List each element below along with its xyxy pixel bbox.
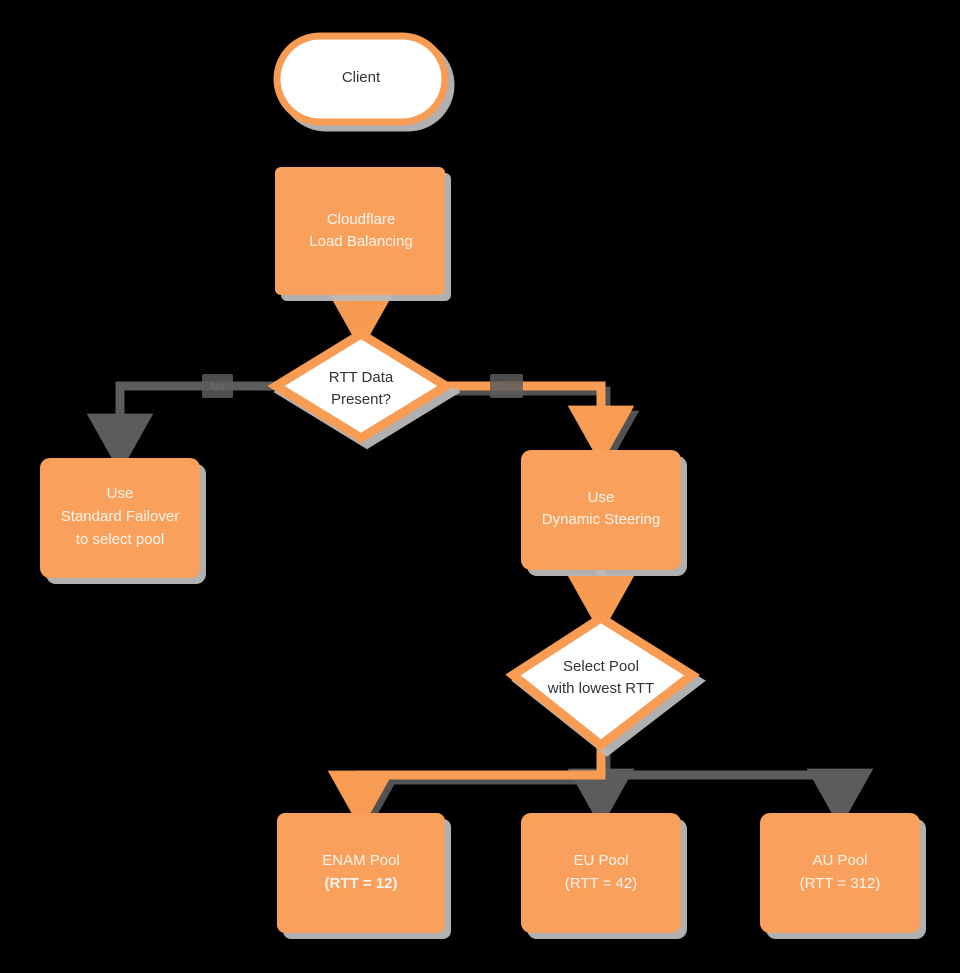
node-rtt-data-present-shape bbox=[267, 328, 455, 444]
edge-select-to-enam bbox=[327, 745, 606, 831]
node-au-pool-shape bbox=[760, 813, 920, 933]
node-eu-pool[interactable]: EU Pool (RTT = 42) bbox=[521, 813, 681, 933]
node-enam-pool-label-line2: (RTT = 12) bbox=[325, 875, 398, 892]
node-enam-pool-shape bbox=[277, 813, 445, 933]
node-au-pool[interactable]: AU Pool (RTT = 312) bbox=[760, 813, 920, 933]
edge-label-no-text: No bbox=[210, 381, 224, 393]
node-standard-failover[interactable]: Use Standard Failover to select pool bbox=[40, 458, 200, 578]
node-enam-pool[interactable]: ENAM Pool (RTT = 12) bbox=[277, 813, 445, 933]
node-client[interactable]: Client bbox=[273, 32, 449, 126]
node-dynamic-steering-label-line1: Use bbox=[588, 489, 615, 506]
node-rtt-data-present-label-line2: Present? bbox=[331, 391, 391, 408]
node-standard-failover-shape bbox=[40, 458, 200, 578]
node-load-balancing-shape bbox=[275, 167, 445, 295]
node-select-pool[interactable]: Select Pool with lowest RTT bbox=[505, 612, 700, 751]
node-rtt-data-present-label-line1: RTT Data bbox=[329, 369, 394, 386]
edge-label-yes-text: Yes bbox=[497, 381, 515, 393]
edge-decision-to-steering bbox=[446, 381, 635, 466]
edge-decision-to-failover bbox=[86, 381, 274, 474]
edge-select-to-au bbox=[601, 768, 874, 829]
node-eu-pool-shape bbox=[521, 813, 681, 933]
node-dynamic-steering[interactable]: Use Dynamic Steering bbox=[521, 450, 681, 570]
node-select-pool-label-line1: Select Pool bbox=[563, 658, 639, 675]
node-select-pool-shape bbox=[505, 612, 700, 751]
node-select-pool-label-line2: with lowest RTT bbox=[547, 680, 654, 697]
node-load-balancing[interactable]: Cloudflare Load Balancing bbox=[275, 167, 445, 295]
node-load-balancing-label-line1: Cloudflare bbox=[327, 211, 395, 228]
node-client-label: Client bbox=[342, 69, 381, 86]
edge-label-yes-box bbox=[490, 374, 523, 398]
node-au-pool-label-line1: AU Pool bbox=[812, 852, 867, 869]
node-rtt-data-present[interactable]: RTT Data Present? bbox=[267, 328, 455, 444]
node-load-balancing-label-line2: Load Balancing bbox=[309, 233, 412, 250]
node-dynamic-steering-label-line2: Dynamic Steering bbox=[542, 511, 660, 528]
node-enam-pool-label-line1: ENAM Pool bbox=[322, 852, 400, 869]
node-dynamic-steering-shape bbox=[521, 450, 681, 570]
edge-label-no-box bbox=[202, 374, 233, 398]
node-standard-failover-label-line2: Standard Failover bbox=[61, 508, 179, 525]
node-standard-failover-label-line3: to select pool bbox=[76, 531, 164, 548]
edge-label-yes: Yes bbox=[490, 374, 523, 398]
node-eu-pool-label-line1: EU Pool bbox=[573, 852, 628, 869]
node-au-pool-label-line2: (RTT = 312) bbox=[800, 875, 881, 892]
edge-label-no: No bbox=[202, 374, 233, 398]
node-eu-pool-label-line2: (RTT = 42) bbox=[565, 875, 637, 892]
node-standard-failover-label-line1: Use bbox=[107, 485, 134, 502]
node-client-shape bbox=[273, 32, 449, 126]
